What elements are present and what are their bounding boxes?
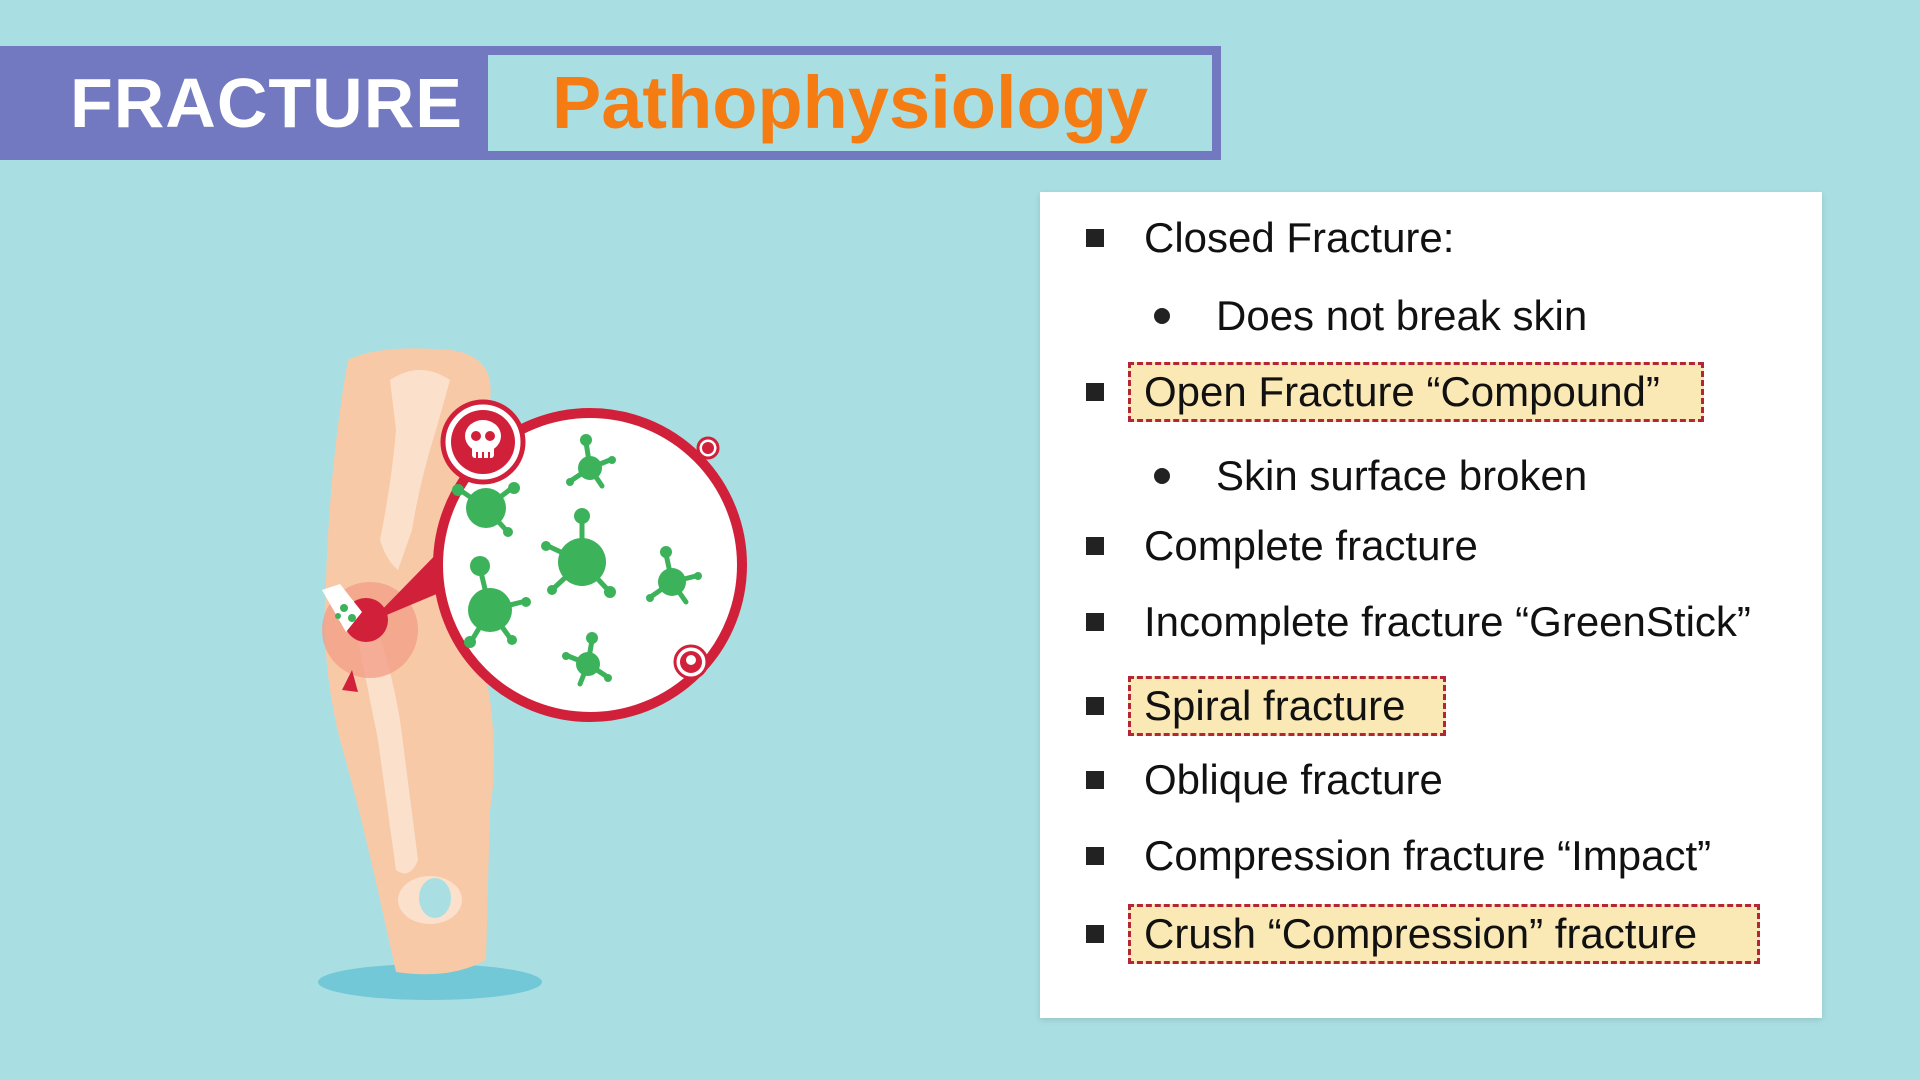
- round-bullet-icon: [1154, 468, 1170, 484]
- list-item: Skin surface broken: [1040, 446, 1822, 506]
- list-item-text: Oblique fracture: [1144, 756, 1443, 803]
- square-bullet-icon: [1086, 771, 1104, 789]
- list-item-text: Incomplete fracture “GreenStick”: [1144, 598, 1751, 645]
- list-item-text: Does not break skin: [1216, 292, 1588, 339]
- subtitle-title: Pathophysiology: [551, 61, 1149, 144]
- subtitle-banner: Pathophysiology: [488, 46, 1221, 160]
- list-item-text: Spiral fracture: [1144, 682, 1406, 729]
- list-item: Closed Fracture:: [1040, 208, 1822, 268]
- topic-title: FRACTURE: [70, 64, 463, 142]
- square-bullet-icon: [1086, 383, 1104, 401]
- square-bullet-icon: [1086, 847, 1104, 865]
- list-item: Does not break skin: [1040, 286, 1822, 346]
- list-item-text: Complete fracture: [1144, 522, 1478, 569]
- square-bullet-icon: [1086, 229, 1104, 247]
- round-bullet-icon: [1154, 308, 1170, 324]
- highlight-box: [1128, 676, 1446, 736]
- list-item-text: Closed Fracture:: [1144, 214, 1455, 261]
- list-item: Spiral fracture: [1040, 676, 1822, 736]
- list-item-text: Compression fracture “Impact”: [1144, 832, 1712, 879]
- ground-shadow: [318, 964, 542, 1000]
- list-item: Crush “Compression” fracture: [1040, 904, 1822, 964]
- list-item: Open Fracture “Compound”: [1040, 362, 1822, 422]
- magnifier-circle-icon: [433, 408, 747, 722]
- list-item-text: Crush “Compression” fracture: [1144, 910, 1698, 957]
- skull-icon: [440, 399, 526, 485]
- skull-icon: [673, 644, 709, 680]
- topic-banner: FRACTURE: [0, 46, 488, 160]
- list-item: Oblique fracture: [1040, 750, 1822, 810]
- square-bullet-icon: [1086, 613, 1104, 631]
- skull-icon: [696, 436, 720, 460]
- list-item: Incomplete fracture “GreenStick”: [1040, 592, 1822, 652]
- square-bullet-icon: [1086, 925, 1104, 943]
- square-bullet-icon: [1086, 537, 1104, 555]
- list-item: Compression fracture “Impact”: [1040, 826, 1822, 886]
- square-bullet-icon: [1086, 697, 1104, 715]
- list-item-text: Open Fracture “Compound”: [1144, 368, 1660, 415]
- leg-infection-illustration: [318, 348, 747, 1000]
- highlight-box: [1128, 362, 1704, 422]
- highlight-box: [1128, 904, 1760, 964]
- germ-icon: [452, 434, 702, 687]
- list-item: Complete fracture: [1040, 516, 1822, 576]
- list-item-text: Skin surface broken: [1216, 452, 1588, 499]
